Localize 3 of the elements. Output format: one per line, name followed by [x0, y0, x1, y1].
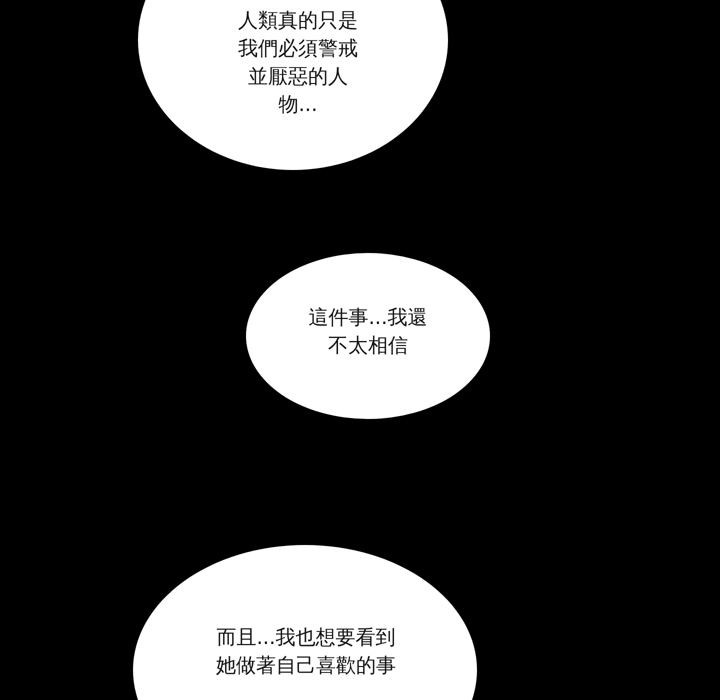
dialogue-text: 人類真的只是我們必須警戒並厭惡的人物...: [237, 7, 359, 118]
dialogue-text: 而且...我也想要看到她做著自己喜歡的事: [215, 624, 397, 679]
dialogue-text: 這件事...我還不太相信: [307, 304, 429, 359]
